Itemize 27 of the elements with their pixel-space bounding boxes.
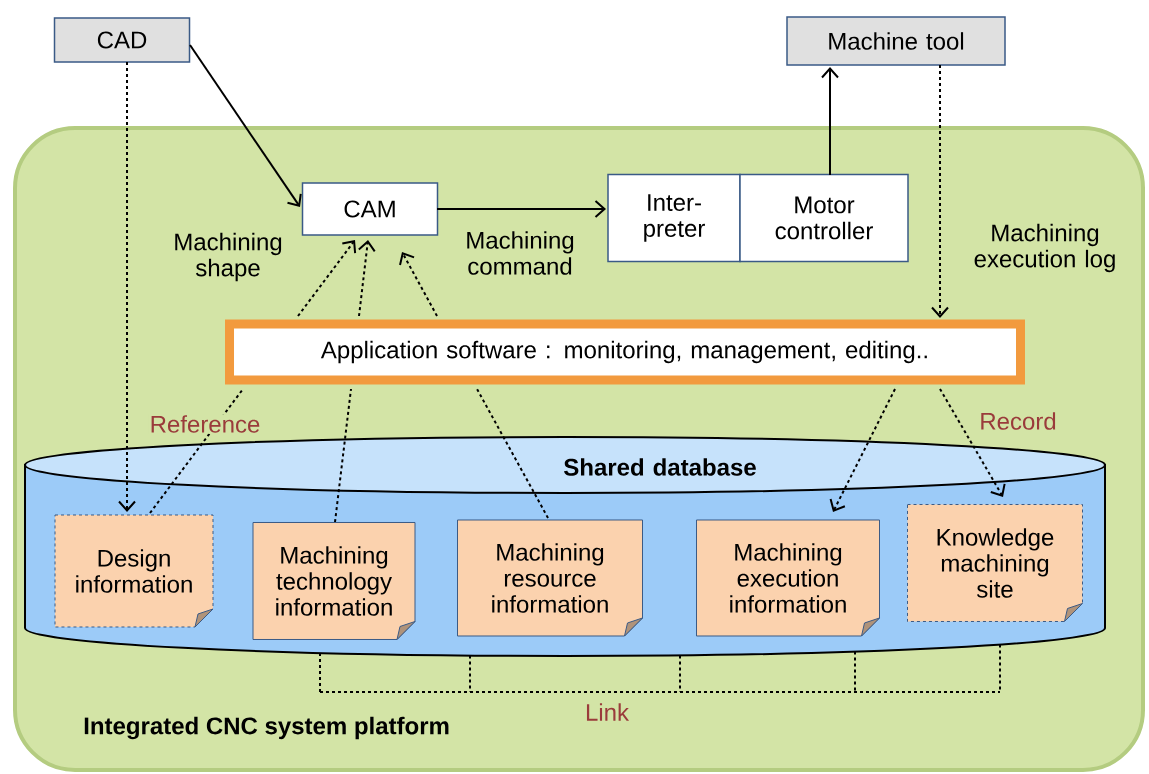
arrow xyxy=(821,67,839,176)
annotation-text: Machining command xyxy=(467,231,574,275)
process-box: Motor controller xyxy=(739,173,909,263)
note-box: Design information xyxy=(54,514,214,628)
arrow xyxy=(399,252,438,317)
arrow xyxy=(436,200,606,218)
arrow xyxy=(118,61,136,512)
arrow xyxy=(931,64,949,318)
arrow xyxy=(829,388,896,512)
arrow xyxy=(357,240,376,317)
annotation-text: Link xyxy=(586,703,630,721)
process-box: Inter- preter xyxy=(607,173,741,263)
application-box: Application software : monitoring, management, editing.. xyxy=(225,319,1025,385)
arrow xyxy=(189,44,302,207)
note-box: Machining technology information xyxy=(252,522,416,640)
note-box: Machining resource information xyxy=(457,519,643,637)
process-box: CAM xyxy=(301,182,439,236)
note-box: Knowledge machining site xyxy=(907,504,1083,622)
process-box: Machine tool xyxy=(786,16,1006,66)
process-box: CAD xyxy=(53,17,191,63)
arrow xyxy=(297,240,357,317)
arrow xyxy=(939,388,1006,497)
annotation-text: Machining execution log xyxy=(974,223,1115,273)
note-box: Machining execution information xyxy=(696,519,880,637)
annotation-text: Machining shape xyxy=(175,232,282,282)
annotation-text: Record xyxy=(981,412,1056,430)
edge-label: Reference xyxy=(148,414,262,434)
